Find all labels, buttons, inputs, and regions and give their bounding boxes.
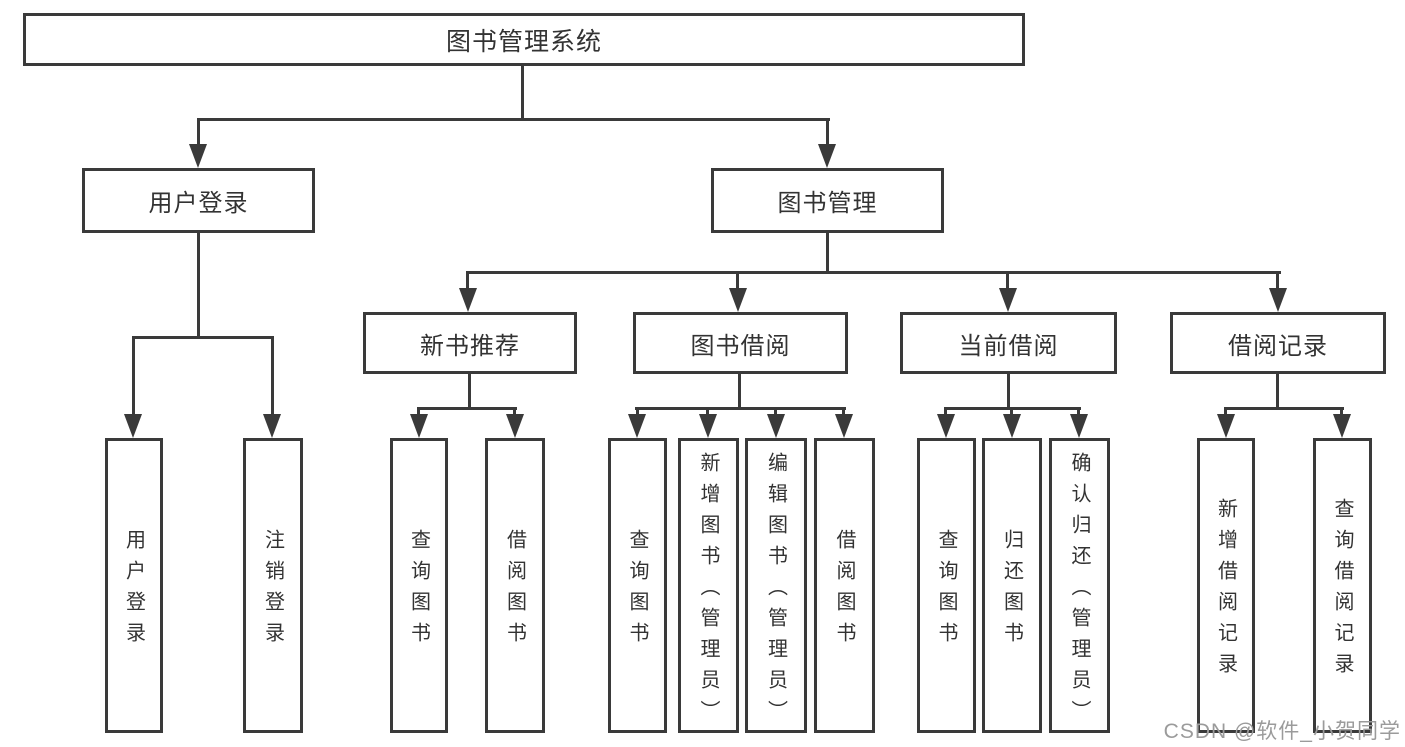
arrow-down-icon <box>628 414 646 438</box>
node-label: 归还图书 <box>1000 529 1023 653</box>
arrow-down-icon <box>1333 414 1351 438</box>
node-label: 查询图书 <box>626 529 648 653</box>
connector <box>774 407 777 419</box>
node-label: 图书管理 <box>777 190 878 217</box>
node-new-book-recommend: 新书推荐 <box>363 312 577 374</box>
arrow-down-icon <box>1269 288 1287 312</box>
leaf-borrow-books: 借阅图书 <box>814 438 875 733</box>
arrow-down-icon <box>937 414 955 438</box>
node-book-borrow: 图书借阅 <box>633 312 848 374</box>
connector <box>736 271 739 293</box>
connector <box>706 407 709 419</box>
arrow-down-icon <box>506 414 524 438</box>
arrow-down-icon <box>729 288 747 312</box>
arrow-down-icon <box>999 288 1017 312</box>
connector <box>466 271 1281 274</box>
node-label: 当前借阅 <box>958 332 1059 360</box>
arrow-down-icon <box>818 144 836 168</box>
node-label: 编辑图书（管理员） <box>764 451 787 731</box>
connector <box>1007 374 1010 410</box>
arrow-down-icon <box>699 414 717 438</box>
connector <box>1077 407 1080 419</box>
leaf-user-login: 用户登录 <box>105 438 163 733</box>
connector <box>1224 407 1227 419</box>
connector <box>842 407 845 419</box>
connector <box>417 407 420 419</box>
arrow-down-icon <box>189 144 207 168</box>
node-label: 查询图书 <box>407 529 430 653</box>
node-label: 借阅记录 <box>1228 332 1328 360</box>
leaf-add-borrow-record: 新增借阅记录 <box>1197 438 1255 733</box>
arrow-down-icon <box>459 288 477 312</box>
node-label: 用户登录 <box>122 529 145 653</box>
leaf-borrow-books-recommend: 借阅图书 <box>485 438 545 733</box>
connector <box>1276 374 1279 410</box>
leaf-return-books: 归还图书 <box>982 438 1042 733</box>
node-library-system: 图书管理系统 <box>23 13 1025 66</box>
node-label: 注销登录 <box>261 529 284 653</box>
node-label: 查询图书 <box>935 529 957 653</box>
leaf-query-books-current: 查询图书 <box>917 438 976 733</box>
connector <box>197 118 830 121</box>
node-label: 新书推荐 <box>420 332 520 360</box>
node-label: 确认归还（管理员） <box>1068 451 1090 731</box>
node-user-login: 用户登录 <box>82 168 315 233</box>
connector <box>826 233 829 274</box>
connector <box>513 407 516 419</box>
leaf-query-books-recommend: 查询图书 <box>390 438 448 733</box>
node-label: 新增借阅记录 <box>1214 498 1237 684</box>
leaf-logout: 注销登录 <box>243 438 303 733</box>
connector <box>944 407 947 419</box>
node-label: 新增图书（管理员） <box>697 451 719 731</box>
node-label: 查询借阅记录 <box>1331 498 1353 684</box>
node-label: 用户登录 <box>148 190 249 217</box>
arrow-down-icon <box>1217 414 1235 438</box>
connector <box>1010 407 1013 419</box>
csdn-watermark: CSDN @软件_小贺同学 <box>1163 720 1401 743</box>
connector <box>468 374 471 410</box>
leaf-confirm-return-admin: 确认归还（管理员） <box>1049 438 1110 733</box>
connector <box>466 271 469 293</box>
connector <box>132 336 274 339</box>
node-label: 图书借阅 <box>690 332 791 360</box>
connector <box>635 407 846 410</box>
node-label: 图书管理系统 <box>445 27 602 56</box>
arrow-down-icon <box>124 414 142 438</box>
arrow-down-icon <box>835 414 853 438</box>
connector <box>1224 407 1344 410</box>
arrow-down-icon <box>1003 414 1021 438</box>
connector <box>271 336 274 418</box>
connector <box>826 118 829 148</box>
leaf-query-books-borrow: 查询图书 <box>608 438 667 733</box>
arrow-down-icon <box>767 414 785 438</box>
leaf-edit-books-admin: 编辑图书（管理员） <box>745 438 807 733</box>
node-label: 借阅图书 <box>833 529 855 653</box>
node-label: 借阅图书 <box>503 529 526 653</box>
connector <box>1276 271 1279 293</box>
connector <box>521 66 524 120</box>
node-borrow-records: 借阅记录 <box>1170 312 1386 374</box>
connector <box>197 118 200 148</box>
arrow-down-icon <box>410 414 428 438</box>
arrow-down-icon <box>263 414 281 438</box>
connector <box>636 407 639 419</box>
connector <box>1340 407 1343 419</box>
connector <box>197 233 200 339</box>
node-current-borrow: 当前借阅 <box>900 312 1117 374</box>
arrow-down-icon <box>1070 414 1088 438</box>
connector <box>132 336 135 418</box>
node-book-management: 图书管理 <box>711 168 944 233</box>
connector <box>1006 271 1009 293</box>
connector <box>738 374 741 410</box>
leaf-query-borrow-record: 查询借阅记录 <box>1313 438 1372 733</box>
leaf-add-books-admin: 新增图书（管理员） <box>678 438 739 733</box>
connector <box>417 407 517 410</box>
